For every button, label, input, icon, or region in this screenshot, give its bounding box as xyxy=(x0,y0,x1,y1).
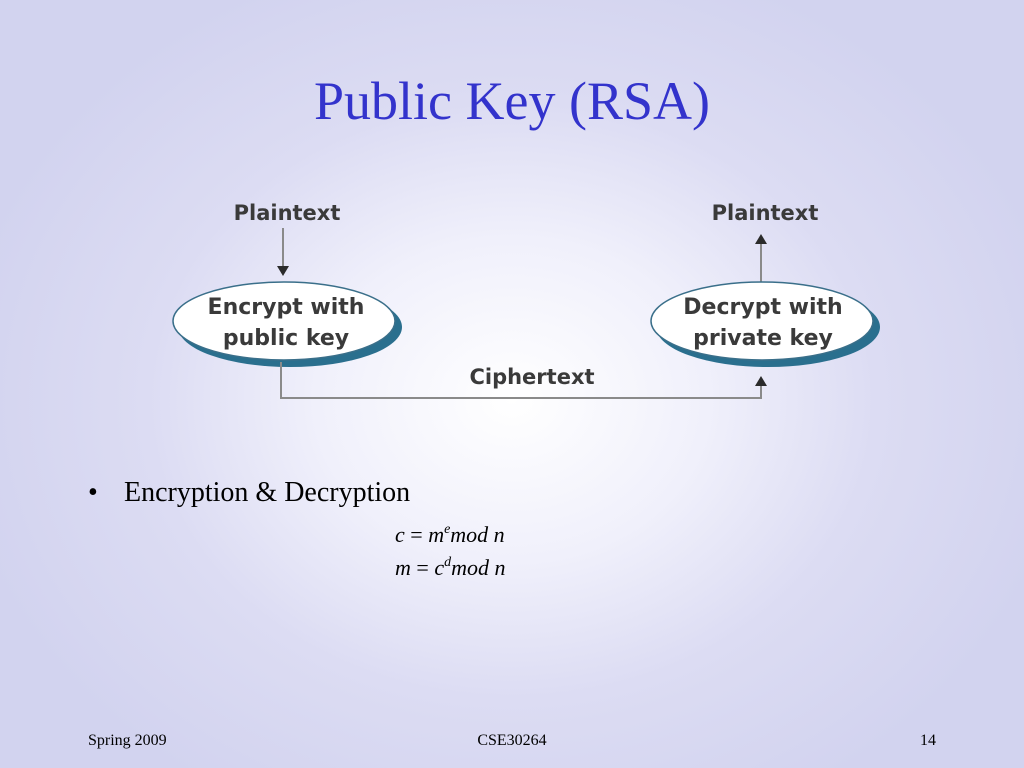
formula1-rest: mod n xyxy=(450,522,505,547)
footer-left: Spring 2009 xyxy=(88,732,167,749)
footer-page-number: 14 xyxy=(920,732,936,749)
formula1-exponent: e xyxy=(444,522,451,537)
plaintext-left-label: Plaintext xyxy=(234,201,341,225)
footer-center: CSE30264 xyxy=(477,732,547,749)
formula2-base: c xyxy=(434,555,445,580)
bullet-item: • Encryption & Decryption xyxy=(88,476,410,510)
bullet-marker: • xyxy=(88,477,98,508)
encrypt-label-line1: Encrypt with xyxy=(208,295,365,320)
formula1-base: m xyxy=(428,522,445,547)
arrow-up-head-ciphertext xyxy=(755,376,767,386)
ciphertext-label: Ciphertext xyxy=(469,365,594,389)
encryption-formula: c = memod n xyxy=(395,523,505,546)
decrypt-ellipse xyxy=(650,281,874,361)
decryption-formula: m = cdmod n xyxy=(395,556,505,579)
formula1-eq: = xyxy=(404,522,429,547)
decrypt-label-line2: private key xyxy=(693,326,833,351)
encrypt-label-line2: public key xyxy=(223,326,349,351)
formula2-eq: = xyxy=(410,555,435,580)
arrow-down-head xyxy=(277,266,289,276)
formula2-lhs: m xyxy=(395,555,411,580)
ciphertext-connector xyxy=(280,362,762,399)
formula2-exponent: d xyxy=(444,555,452,570)
bullet-text: Encryption & Decryption xyxy=(124,477,411,508)
slide-title: Public Key (RSA) xyxy=(314,71,710,131)
formula2-rest: mod n xyxy=(451,555,506,580)
encrypt-ellipse xyxy=(172,281,396,361)
arrow-up-head xyxy=(755,234,767,244)
plaintext-right-label: Plaintext xyxy=(712,201,819,225)
decrypt-label-line1: Decrypt with xyxy=(683,295,842,320)
formula1-lhs: c xyxy=(395,522,405,547)
